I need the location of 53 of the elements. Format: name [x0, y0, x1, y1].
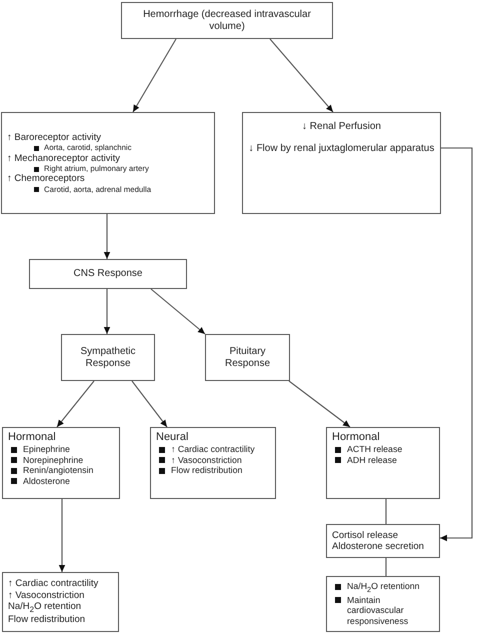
arrow [132, 38, 176, 112]
bullet-item: Epinephrine [10, 444, 70, 455]
process-box [121, 2, 333, 39]
box-text: Cortisol release [332, 530, 398, 541]
process-box [1, 112, 215, 214]
box-text: Hemorrhage (decreased intravascular volume) [142, 8, 312, 32]
box-text: ↓ Renal Perfusion [302, 121, 381, 133]
arrow [440, 147, 473, 542]
process-box [2, 572, 119, 632]
process-box [29, 259, 187, 289]
bullet-item: Renin/angiotensin [10, 465, 94, 476]
bullet-item: ADH release [334, 454, 397, 466]
box-text: Na/H$_{2}$O retention [8, 601, 82, 614]
arrow [270, 38, 334, 112]
bullet-item: ↑ Vasoconstriction [158, 454, 242, 466]
box-heading: Hormonal [332, 431, 380, 444]
arrow [104, 289, 110, 334]
bullet-item: Maintain cardiovascular responsiveness [334, 594, 434, 627]
process-box [326, 524, 440, 558]
box-text: ↑ Mechanoreceptor activity [7, 152, 120, 164]
arrow [150, 288, 206, 334]
bullet-item: ↑ Cardiac contractility [158, 444, 255, 455]
process-box [205, 334, 290, 381]
bullet-item: ACTH release [334, 444, 402, 455]
arrow [132, 380, 168, 428]
box-text: Flow redistribution [8, 614, 86, 626]
process-box [326, 576, 440, 632]
bullet-item: Flow redistribution [158, 465, 242, 476]
box-text: ↓ Flow by renal juxtaglomerular apparatus [248, 143, 434, 155]
process-box [2, 427, 120, 499]
arrow [288, 380, 350, 428]
process-box [242, 112, 441, 214]
box-text: Sympathetic Response [79, 346, 137, 370]
process-box [326, 427, 440, 499]
bullet-item: Norepinephrine [10, 454, 84, 466]
connector-line [385, 558, 387, 576]
box-text: CNS Response [74, 268, 142, 280]
box-heading: Hormonal [8, 431, 56, 444]
box-text: ↑ Chemoreceptors [7, 173, 85, 185]
box-text: ↑ Baroreceptor activity [7, 132, 101, 144]
bullet-item: Aldosterone [10, 476, 70, 486]
bullet-item: Na/H$_{2}$O retentionn [334, 581, 420, 595]
process-box [150, 427, 276, 499]
box-text: Aldosterone secretion [332, 541, 424, 552]
arrow [56, 380, 94, 428]
box-text: Pituitary Response [224, 346, 272, 370]
process-box [61, 334, 155, 381]
connector-line [385, 499, 387, 524]
box-heading: Neural [156, 431, 188, 444]
box-text: ↑ Cardiac contractility [8, 578, 98, 590]
box-text: ↑ Vasoconstriction [8, 590, 84, 601]
arrow [58, 499, 66, 572]
arrow [104, 214, 110, 259]
